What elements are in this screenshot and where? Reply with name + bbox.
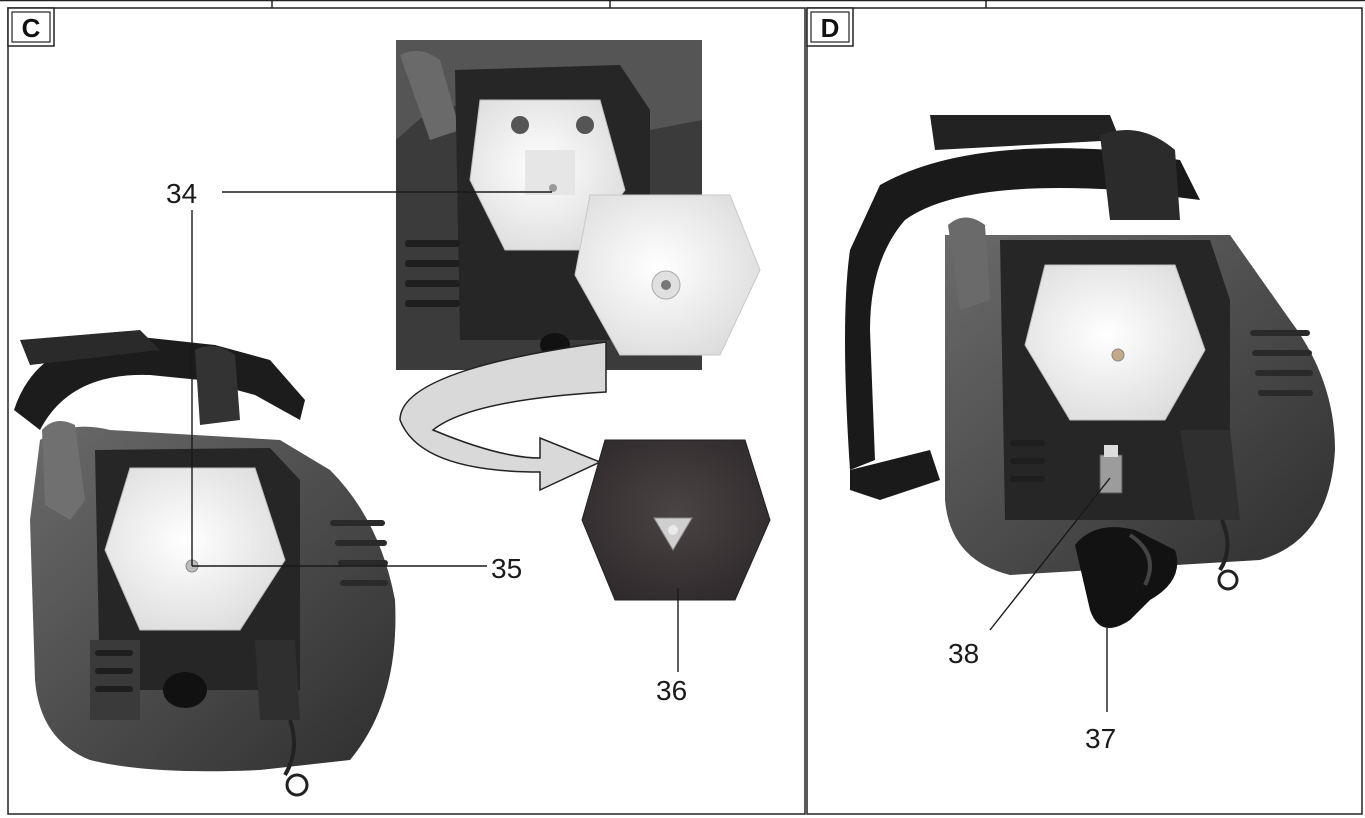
foam-filter bbox=[581, 439, 771, 601]
callout-38: 38 bbox=[948, 638, 979, 669]
chainsaw-c-illustration bbox=[14, 330, 396, 797]
inset-photo-c bbox=[396, 40, 761, 370]
callout-35: 35 bbox=[491, 553, 522, 584]
panel-c-letter: C bbox=[22, 13, 41, 43]
filter-cover-d bbox=[1024, 264, 1206, 421]
spark-plug-boot bbox=[1075, 527, 1178, 628]
callout-37: 37 bbox=[1085, 723, 1116, 754]
panel-d-frame bbox=[806, 7, 1363, 815]
panel-d-label: D bbox=[806, 7, 854, 47]
leader-lines bbox=[191, 191, 1111, 712]
frame-lines bbox=[0, 0, 1365, 8]
callout-34: 34 bbox=[166, 178, 197, 209]
filter-cover-c bbox=[104, 467, 286, 631]
panel-c-label: C bbox=[7, 7, 55, 47]
panel-d-letter: D bbox=[821, 13, 840, 43]
callout-36: 36 bbox=[656, 675, 687, 706]
panel-c-frame bbox=[7, 7, 806, 815]
chainsaw-d-illustration bbox=[845, 115, 1335, 628]
rotate-arrow bbox=[399, 341, 607, 492]
